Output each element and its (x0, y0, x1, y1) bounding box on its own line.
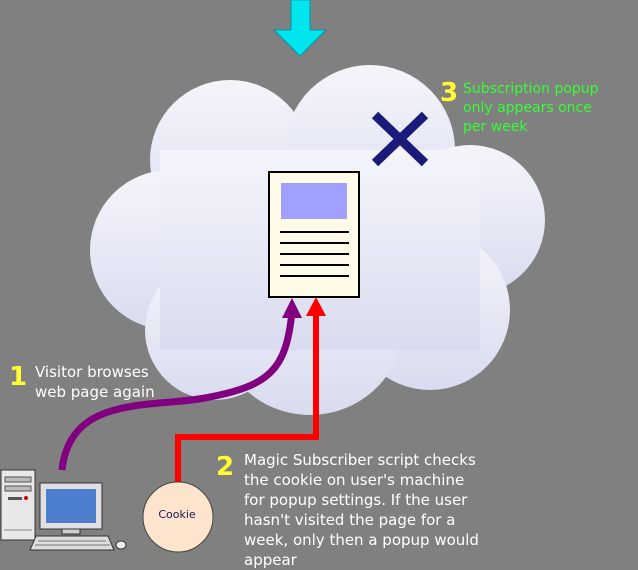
close-x-icon (371, 111, 429, 167)
step-2-line: for popup settings. If the user (244, 491, 468, 509)
cookie-icon (142, 481, 214, 553)
step-2-number: 2 (216, 452, 235, 482)
step-2-line: hasn't visited the page for a (244, 511, 456, 529)
visitor-arrow (58, 298, 302, 471)
step-3-line: per week (463, 119, 528, 135)
step-2-line: the cookie on user's machine (244, 471, 465, 489)
step-2-line: week, only then a popup would (244, 531, 479, 549)
down-arrow-icon (272, 0, 328, 57)
step-2-text: Magic Subscriber script checks the cooki… (244, 450, 520, 570)
cookie-arrow (175, 297, 326, 485)
step-1-line: Visitor browses (35, 363, 149, 381)
step-1-text: Visitor browses web page again (35, 362, 185, 402)
step-3-text: Subscription popup only appears once per… (463, 80, 635, 137)
step-3-line: Subscription popup (463, 81, 599, 97)
step-2-line: Magic Subscriber script checks (244, 451, 476, 469)
cookie-label: Cookie (158, 508, 196, 521)
computer-icon (0, 469, 127, 551)
step-1-number: 1 (9, 362, 28, 392)
step-3-number: 3 (440, 78, 459, 108)
step-2-line: appear (244, 551, 297, 569)
step-3-line: only appears once (463, 100, 592, 116)
step-1-line: web page again (35, 383, 155, 401)
web-page-icon (268, 171, 360, 298)
